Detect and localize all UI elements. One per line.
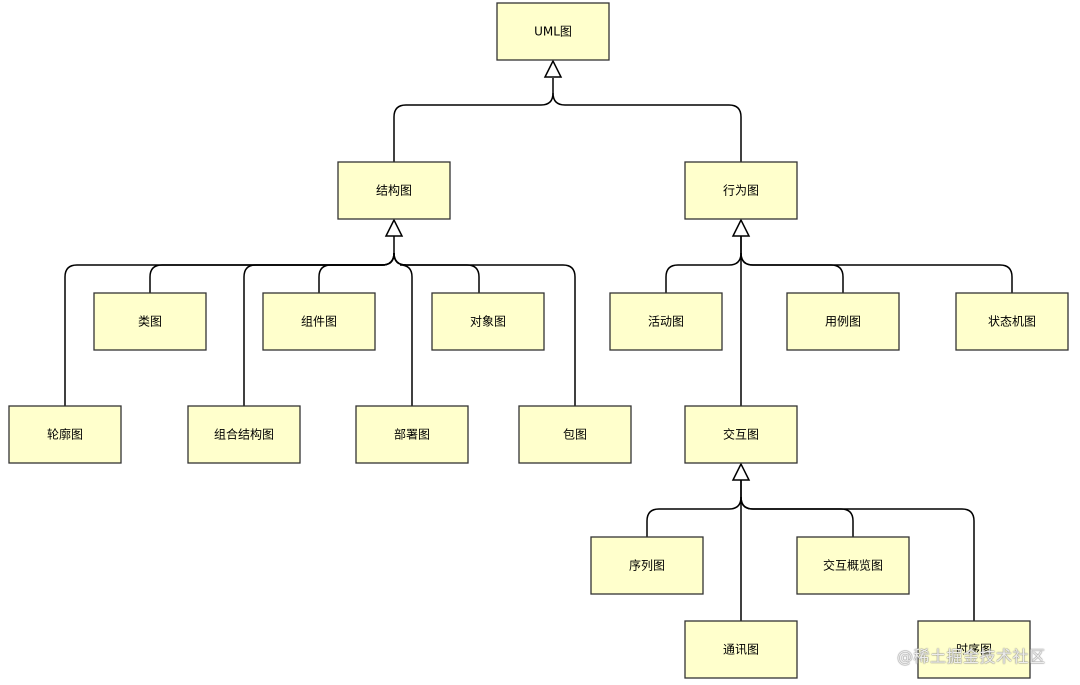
- arrowhead-behavior: [731, 218, 751, 237]
- node-deployment: 部署图: [355, 405, 469, 464]
- node-class: 类图: [93, 292, 207, 351]
- svg-text:对象图: 对象图: [470, 315, 506, 329]
- edge-class-to-structure: [149, 252, 395, 293]
- node-activity: 活动图: [609, 292, 723, 351]
- svg-text:时序图: 时序图: [956, 642, 992, 657]
- svg-text:通讯图: 通讯图: [723, 643, 759, 657]
- edge-behavior-to-root: [552, 92, 742, 162]
- svg-text:组合结构图: 组合结构图: [214, 427, 274, 442]
- svg-text:行为图: 行为图: [723, 184, 759, 198]
- watermark-text: @稀土掘金技术社区: [897, 647, 1046, 666]
- node-uml: UML图: [496, 2, 610, 61]
- svg-text:交互概览图: 交互概览图: [823, 558, 883, 573]
- edge-structure-to-root: [393, 78, 554, 162]
- svg-text:部署图: 部署图: [394, 427, 430, 442]
- edge-package-to-structure: [393, 252, 576, 406]
- node-communication: 通讯图: [684, 620, 798, 679]
- node-object: 对象图: [431, 292, 545, 351]
- edge-sequence-to-interaction: [646, 480, 742, 537]
- arrowhead-interaction: [731, 462, 751, 481]
- svg-text:组件图: 组件图: [301, 315, 337, 329]
- edge-object-to-structure: [393, 252, 480, 293]
- node-sequence: 序列图: [590, 536, 704, 595]
- nodes: UML图 结构图 行为图 类图 组件图 对象图 轮廓图 组合结构图: [8, 2, 1069, 679]
- edge-usecase-to-behavior: [740, 252, 844, 293]
- edges: [64, 59, 1013, 621]
- node-interaction: 交互图: [684, 405, 798, 464]
- node-structure: 结构图: [337, 161, 451, 220]
- node-timing: 时序图: [917, 620, 1031, 679]
- svg-text:状态机图: 状态机图: [988, 315, 1036, 329]
- arrowhead-structure: [384, 218, 404, 237]
- node-profile: 轮廓图: [8, 405, 122, 464]
- arrowhead-root: [543, 59, 563, 78]
- node-behavior: 行为图: [684, 161, 798, 220]
- svg-text:用例图: 用例图: [825, 315, 861, 329]
- svg-text:结构图: 结构图: [376, 183, 412, 198]
- node-interaction-overview: 交互概览图: [796, 536, 910, 595]
- node-use-case: 用例图: [786, 292, 900, 351]
- edge-timing-to-interaction: [740, 496, 975, 621]
- svg-text:UML图: UML图: [534, 25, 572, 39]
- edge-component-to-structure: [318, 252, 395, 293]
- svg-text:包图: 包图: [563, 428, 587, 442]
- edge-overview-to-interaction: [740, 496, 854, 537]
- edge-activity-to-behavior: [665, 236, 742, 293]
- svg-text:轮廓图: 轮廓图: [47, 427, 83, 442]
- svg-text:类图: 类图: [138, 315, 162, 329]
- svg-text:交互图: 交互图: [723, 427, 759, 442]
- edge-statemachine-to-behavior: [740, 252, 1013, 293]
- svg-text:序列图: 序列图: [629, 558, 665, 573]
- node-state-machine: 状态机图: [955, 292, 1069, 351]
- svg-text:活动图: 活动图: [648, 315, 684, 329]
- node-composite-structure: 组合结构图: [187, 405, 301, 464]
- node-component: 组件图: [262, 292, 376, 351]
- edge-deployment-to-structure: [393, 252, 413, 406]
- node-package: 包图: [518, 405, 632, 464]
